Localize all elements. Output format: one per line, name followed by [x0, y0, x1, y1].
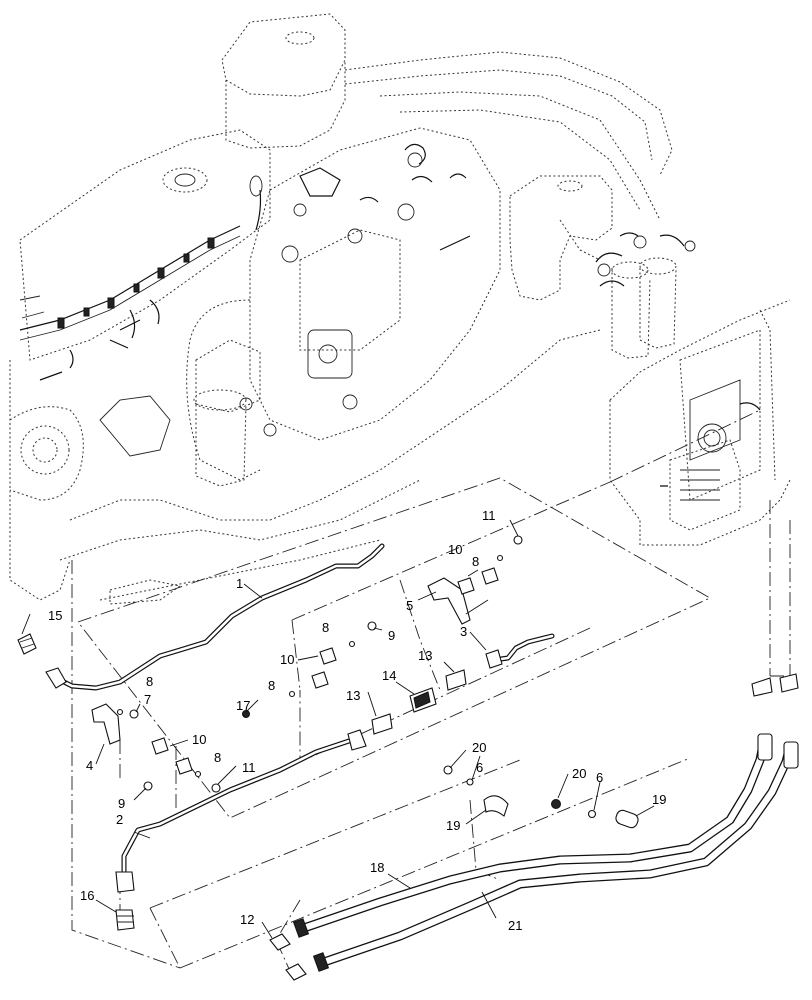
brake-pipe-1 [45, 543, 385, 691]
callout-21: 21 [508, 918, 522, 933]
callout-10c: 10 [192, 732, 206, 747]
callout-11a: 11 [482, 508, 496, 523]
small-parts [17, 535, 639, 981]
callout-19b: 19 [652, 792, 666, 807]
callout-14: 14 [382, 668, 396, 683]
callout-8e: 8 [214, 750, 221, 765]
brake-pipe-2 [115, 729, 367, 893]
callout-3: 3 [460, 624, 467, 639]
hose-end-fittings [292, 673, 799, 972]
callout-6a: 6 [476, 760, 483, 775]
leader-lines [21, 519, 655, 939]
callout-labels: 1 2 3 4 5 6 6 7 8 8 8 8 8 9 9 10 10 10 1… [48, 508, 666, 933]
callout-19a: 19 [446, 818, 460, 833]
hose-21 [319, 741, 795, 967]
callout-10a: 10 [448, 542, 462, 557]
callout-10b: 10 [280, 652, 294, 667]
callout-11b: 11 [242, 760, 256, 775]
callout-7: 7 [144, 692, 151, 707]
callout-5: 5 [406, 598, 413, 613]
callout-9b: 9 [118, 796, 125, 811]
injector-row [57, 237, 215, 329]
callout-13b: 13 [418, 648, 432, 663]
callout-8a: 8 [472, 554, 479, 569]
callout-15: 15 [48, 608, 62, 623]
callout-13a: 13 [346, 688, 360, 703]
hose-18 [299, 735, 769, 933]
callout-17: 17 [236, 698, 250, 713]
callout-12: 12 [240, 912, 254, 927]
callout-20a: 20 [472, 740, 486, 755]
callout-18: 18 [370, 860, 384, 875]
callout-8c: 8 [268, 678, 275, 693]
callout-9a: 9 [388, 628, 395, 643]
callout-6b: 6 [596, 770, 603, 785]
callout-4: 4 [86, 758, 93, 773]
callout-2: 2 [116, 812, 123, 827]
engine-assembly-phantom [9, 13, 696, 605]
brake-pipe-3 [485, 633, 555, 669]
callout-16: 16 [80, 888, 94, 903]
callout-20b: 20 [572, 766, 586, 781]
cab-frame-phantom [609, 299, 791, 546]
callout-8b: 8 [322, 620, 329, 635]
callout-8d: 8 [146, 674, 153, 689]
callout-1: 1 [236, 576, 243, 591]
